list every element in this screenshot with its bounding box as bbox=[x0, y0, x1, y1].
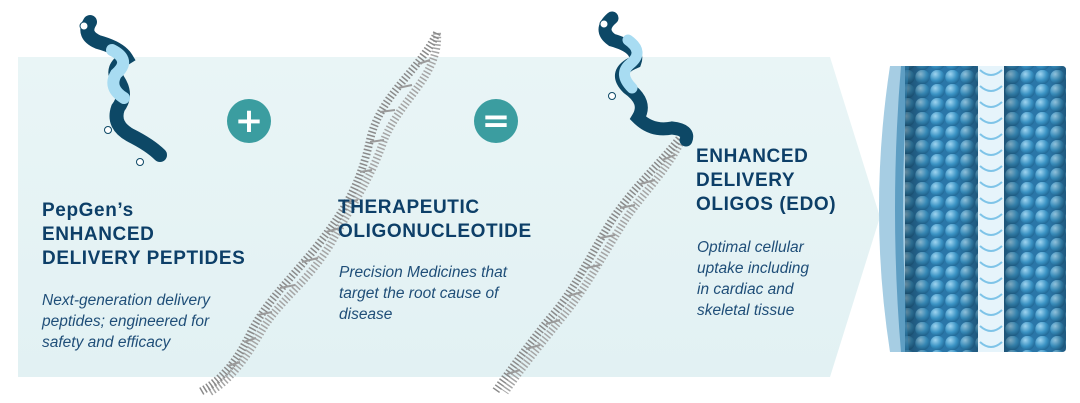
desc-line: in cardiac and bbox=[697, 281, 794, 298]
title-line: DELIVERY PEPTIDES bbox=[42, 248, 246, 269]
desc-line: safety and efficacy bbox=[42, 334, 171, 351]
desc-line: target the root cause of bbox=[339, 285, 499, 302]
title-line: PepGen’s bbox=[42, 200, 134, 221]
title-line: ENHANCED bbox=[696, 146, 809, 167]
desc-line: Optimal cellular bbox=[697, 239, 804, 256]
desc-line: Next-generation delivery bbox=[42, 292, 211, 309]
cell-membrane-icon bbox=[879, 66, 1066, 352]
title-line: ENHANCED bbox=[42, 224, 155, 245]
title-line: THERAPEUTIC bbox=[338, 197, 480, 218]
dna-helix-icon bbox=[198, 31, 442, 396]
peptides-title: PepGen’s ENHANCED DELIVERY PEPTIDES bbox=[42, 199, 245, 271]
edo-description: Optimal cellular uptake including in car… bbox=[697, 237, 809, 321]
title-line: OLIGONUCLEOTIDE bbox=[338, 221, 532, 242]
oligonucleotide-description: Precision Medicines that target the root… bbox=[339, 262, 507, 325]
desc-line: skeletal tissue bbox=[697, 302, 795, 319]
peptide-molecule-icon bbox=[79, 15, 167, 166]
title-line: OLIGOS (EDO) bbox=[696, 194, 837, 215]
edo-molecule-icon bbox=[491, 11, 694, 395]
plus-icon: + bbox=[227, 99, 271, 143]
desc-line: Precision Medicines that bbox=[339, 264, 507, 281]
peptides-description: Next-generation delivery peptides; engin… bbox=[42, 290, 210, 353]
equals-icon: = bbox=[474, 99, 518, 143]
desc-line: disease bbox=[339, 306, 393, 323]
edo-title: ENHANCED DELIVERY OLIGOS (EDO) bbox=[696, 145, 836, 217]
desc-line: uptake including bbox=[697, 260, 810, 277]
oligonucleotide-title: THERAPEUTIC OLIGONUCLEOTIDE bbox=[338, 196, 532, 244]
desc-line: peptides; engineered for bbox=[42, 313, 210, 330]
title-line: DELIVERY bbox=[696, 170, 796, 191]
